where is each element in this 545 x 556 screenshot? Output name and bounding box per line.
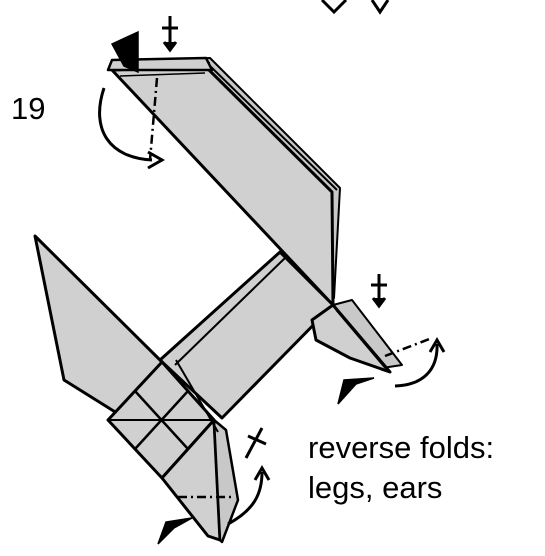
- valley-fold-arrow-icon: [227, 471, 264, 526]
- fold-here-mark-icon: [244, 427, 267, 459]
- fold-symbols: [98, 16, 446, 526]
- valley-fold-arrow-icon: [98, 87, 153, 162]
- fold-here-mark-icon: [162, 16, 178, 53]
- push-arrowhead-icon: [337, 377, 375, 405]
- instruction-line-2: legs, ears: [308, 470, 443, 505]
- step-number: 19: [11, 91, 46, 126]
- previous-step-arrows: [320, 0, 390, 15]
- front-leg-right: [212, 418, 240, 544]
- neck-layer-line: [119, 72, 206, 77]
- hind-fold-line: [384, 336, 433, 358]
- push-arrows: [110, 30, 375, 545]
- neck-band: [110, 64, 335, 307]
- hind-leg-front: [310, 303, 392, 374]
- instruction-text: reverse folds: legs, ears: [308, 428, 494, 508]
- valley-fold-arrow-icon: [394, 343, 439, 388]
- model: [33, 56, 403, 544]
- body-crease: [174, 257, 286, 366]
- head-fold-line: [148, 77, 159, 161]
- push-arrowhead-icon: [157, 517, 193, 545]
- instruction-line-1: reverse folds:: [308, 430, 495, 465]
- fold-here-mark-icon: [371, 274, 387, 309]
- neck-layer-line: [206, 62, 338, 191]
- front-leg-crease: [175, 359, 219, 433]
- hind-leg-crease: [335, 309, 386, 369]
- push-arrowhead-icon: [110, 30, 139, 74]
